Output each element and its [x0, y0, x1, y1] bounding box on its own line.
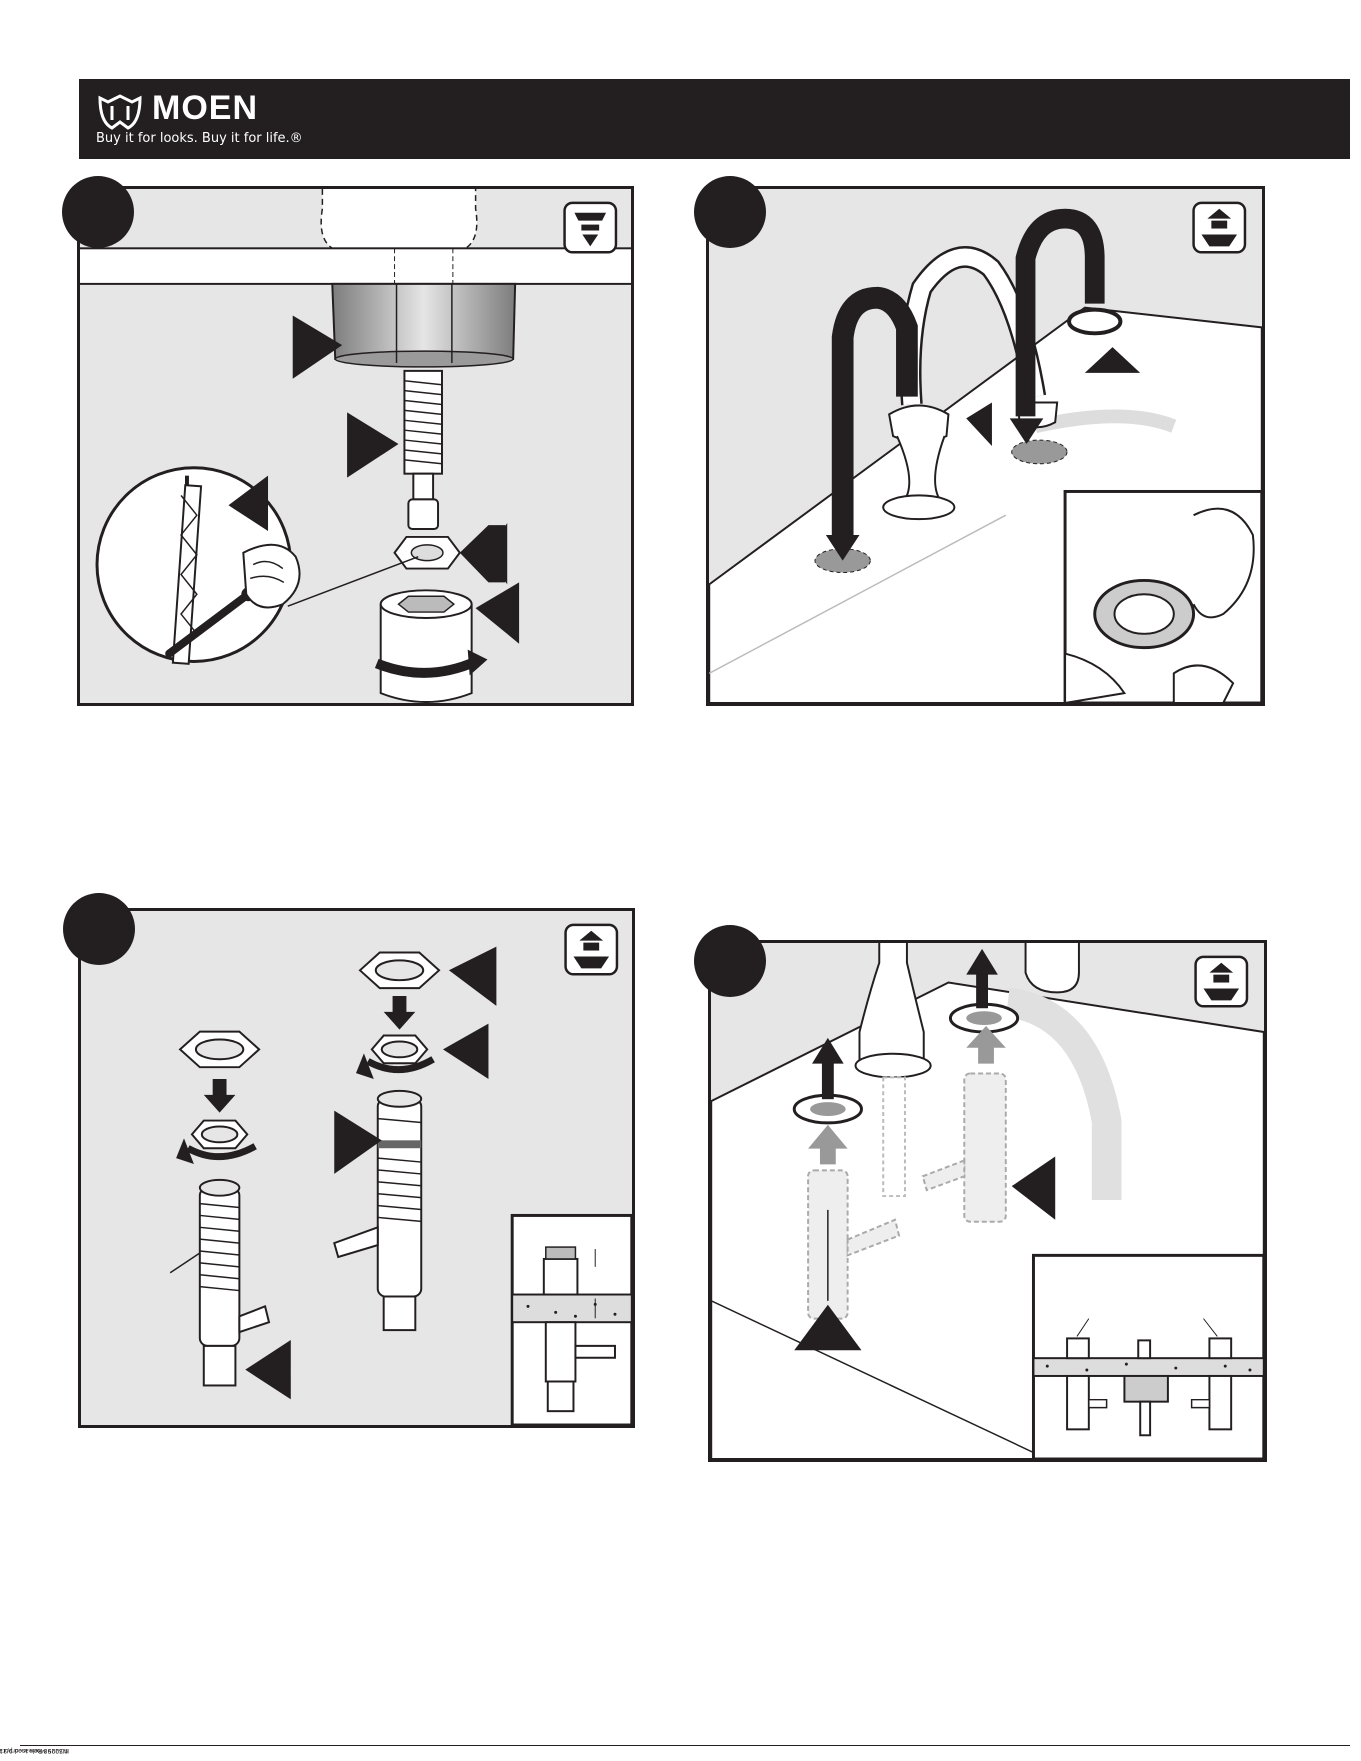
step-4-illustration [711, 943, 1264, 1459]
above-deck-install-icon [1196, 957, 1247, 1006]
step-4-panel [708, 940, 1267, 1462]
step-1-illustration [80, 189, 631, 703]
above-deck-install-icon [1194, 203, 1245, 252]
step-3-panel [78, 908, 635, 1428]
brand-name: MOEN [152, 89, 258, 128]
above-deck-install-icon [566, 925, 617, 974]
step-4-badge [694, 925, 766, 997]
footer-rule [20, 1745, 1350, 1746]
under-sink-install-icon [565, 203, 616, 252]
step-1-panel [77, 186, 634, 706]
step-1-badge [62, 176, 134, 248]
step-2-illustration [709, 189, 1262, 703]
brand-tagline: Buy it for looks. Buy it for life.® [96, 131, 303, 146]
step-2-panel [706, 186, 1265, 706]
step-3-illustration [81, 911, 632, 1425]
step-2-badge [694, 176, 766, 248]
step-3-badge [63, 893, 135, 965]
